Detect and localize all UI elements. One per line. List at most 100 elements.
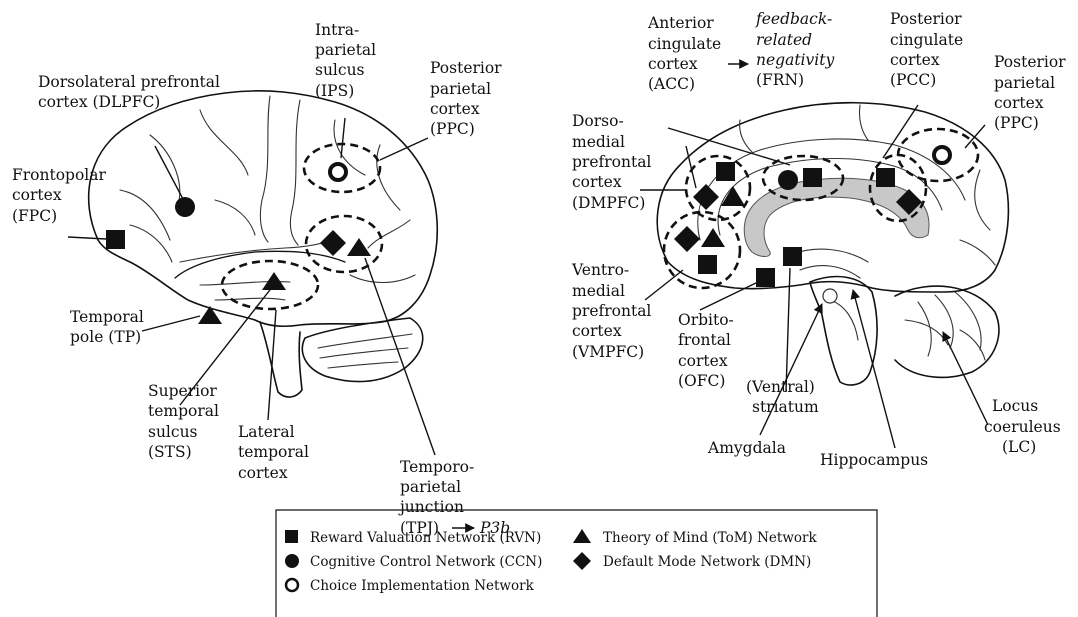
striatum-square-marker xyxy=(783,247,802,266)
pcc-label-line-2: cingulate xyxy=(890,31,963,49)
legend: Reward Valuation Network (RVN) Cognitive… xyxy=(275,509,878,617)
medial-label-ofc: Orbito- frontal cortex (OFC) xyxy=(678,311,734,390)
legend-item-choice: Choice Implementation Network xyxy=(310,578,535,594)
lateral-brainstem xyxy=(259,321,303,398)
dmpfc-triangle-marker xyxy=(721,186,745,206)
ofc-label-line-2: frontal xyxy=(678,331,731,349)
ofc-square-marker xyxy=(756,268,775,287)
medial-brainstem xyxy=(809,275,878,386)
legend-frame xyxy=(275,509,878,617)
frn-label-line-1: feedback- xyxy=(755,10,832,28)
ofc-label-line-4: (OFC) xyxy=(678,372,725,390)
legend-item-dmn: Default Mode Network (DMN) xyxy=(603,554,811,570)
pcc-square-marker xyxy=(876,168,895,187)
lc-label-line-2: coeruleus xyxy=(984,418,1061,436)
acc-square-marker xyxy=(803,168,822,187)
medial-ppc-open-circle-marker xyxy=(932,145,952,165)
lc-label-line-1: Locus xyxy=(992,397,1038,415)
legend-circle-icon xyxy=(285,554,299,568)
legend-item-tom: Theory of Mind (ToM) Network xyxy=(603,530,817,546)
medial-label-lc: Locus coeruleus (LC) xyxy=(984,397,1061,456)
dmpfc-square-marker xyxy=(716,162,735,181)
pcc-label-line-4: (PCC) xyxy=(890,71,936,89)
vmpfc-region-outline xyxy=(662,210,742,290)
legend-square-icon xyxy=(285,530,298,543)
tpj-label-line-3: junction xyxy=(398,498,464,516)
medial-label-frn: feedback- related negativity (FRN) xyxy=(755,10,834,89)
frn-label-line-2: related xyxy=(756,31,812,49)
medial-ppc-label-line-1: Posterior xyxy=(994,53,1066,71)
dmpfc-label-line-4: cortex xyxy=(572,173,622,191)
frn-label-line-3: negativity xyxy=(756,51,834,69)
lateral-cerebellum xyxy=(301,317,424,383)
vmpfc-label-line-1: Ventro- xyxy=(571,261,629,279)
vmpfc-label-line-4: cortex xyxy=(572,322,622,340)
vmpfc-square-marker xyxy=(698,255,717,274)
ips-label-line-1: Intra- xyxy=(315,21,359,39)
hippocampus-label: Hippocampus xyxy=(820,451,928,469)
corpus-callosum xyxy=(743,177,930,257)
vmpfc-label-line-2: medial xyxy=(572,282,625,300)
ofc-label-line-3: cortex xyxy=(678,352,728,370)
tpj-label-line-2: parietal xyxy=(400,478,461,496)
tpj-label-abbr: (TPJ) xyxy=(400,519,439,537)
medial-ppc-label-line-2: parietal xyxy=(994,74,1055,92)
acc-label-line-2: cingulate xyxy=(648,35,721,53)
medial-ppc-region-outline xyxy=(896,127,980,183)
tp-triangle-marker xyxy=(198,306,222,324)
medial-label-ppc: Posterior parietal cortex (PPC) xyxy=(994,53,1066,132)
lateral-hemisphere-outline xyxy=(87,90,439,327)
ofc-label-line-1: Orbito- xyxy=(678,311,734,329)
acc-label-line-1: Anterior xyxy=(647,14,714,32)
frn-label-abbr: (FRN) xyxy=(756,71,804,89)
medial-label-pcc: Posterior cingulate cortex (PCC) xyxy=(890,10,963,89)
medial-hemisphere-outline xyxy=(656,101,1010,293)
medial-label-striatum: (Ventral) striatum xyxy=(746,378,819,416)
striatum-label-line-2: striatum xyxy=(752,398,819,416)
tpj-label-line-1: Temporo- xyxy=(400,458,474,476)
amygdala-label: Amygdala xyxy=(707,439,786,457)
dlpfc-circle-marker xyxy=(175,197,195,217)
medial-label-acc: Anterior cingulate cortex (ACC) xyxy=(647,14,749,93)
legend-item-ccn: Cognitive Control Network (CCN) xyxy=(310,554,542,570)
dmpfc-label-line-5: (DMPFC) xyxy=(572,194,645,212)
p3b-label: P3b xyxy=(479,519,510,537)
tp-label-line-2: pole (TP) xyxy=(70,328,141,346)
tpj-triangle-marker xyxy=(347,238,371,256)
dmpfc-label-line-1: Dorso- xyxy=(572,112,624,130)
ips-label-line-4: (IPS) xyxy=(315,82,354,100)
lateral-label-tpj: Temporo- parietal junction (TPJ) P3b xyxy=(398,458,510,537)
acc-circle-marker xyxy=(778,170,798,190)
legend-triangle-icon xyxy=(573,529,591,543)
vmpfc-diamond-marker xyxy=(674,226,700,252)
sts-triangle-marker xyxy=(262,272,286,290)
acc-label-line-3: cortex xyxy=(648,55,698,73)
lateral-label-sts: Superior temporal sulcus (STS) xyxy=(148,382,219,461)
lateral-ppc-label-line-4: (PPC) xyxy=(430,120,475,138)
legend-diamond-icon xyxy=(573,552,591,570)
tpj-diamond-marker xyxy=(320,230,346,256)
dlpfc-label-line-1: Dorsolateral prefrontal xyxy=(38,73,220,91)
lateral-label-tp: Temporal pole (TP) xyxy=(70,308,144,346)
fpc-label-line-1: Frontopolar xyxy=(12,166,106,184)
medial-label-vmpfc: Ventro- medial prefrontal cortex (VMPFC) xyxy=(571,261,651,361)
legend-item-rvn: Reward Valuation Network (RVN) xyxy=(310,530,541,546)
dmpfc-label-line-2: medial xyxy=(572,133,625,151)
acc-label-line-4: (ACC) xyxy=(648,75,695,93)
fpc-square-marker xyxy=(106,230,125,249)
medial-brain-view xyxy=(640,101,1010,449)
lateral-label-ltc: Lateral temporal cortex xyxy=(238,423,309,482)
lateral-ppc-label-line-2: parietal xyxy=(430,80,491,98)
sts-label-line-1: Superior xyxy=(148,382,217,400)
ips-label-line-2: parietal xyxy=(315,41,376,59)
medial-cerebellum xyxy=(894,285,1000,379)
vmpfc-triangle-marker xyxy=(701,228,725,247)
ips-label-line-3: sulcus xyxy=(315,61,365,79)
ips-open-circle-marker xyxy=(328,162,348,182)
vmpfc-label-line-3: prefrontal xyxy=(572,302,651,320)
lateral-ppc-label-line-1: Posterior xyxy=(430,59,502,77)
pcc-label-line-1: Posterior xyxy=(890,10,962,28)
medial-ppc-label-line-3: cortex xyxy=(994,94,1044,112)
ltc-label-line-1: Lateral xyxy=(238,423,295,441)
